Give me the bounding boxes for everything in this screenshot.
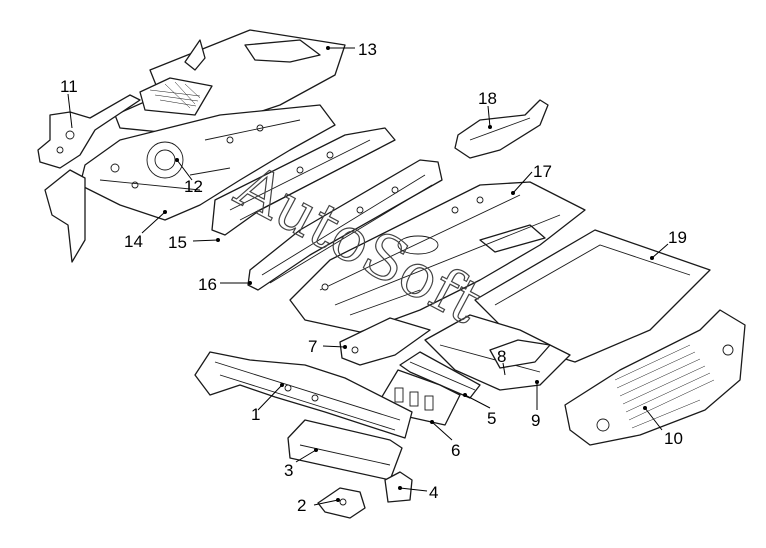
part-5-reinforcement	[399, 351, 481, 399]
leader-lines	[67, 46, 669, 506]
callout-1: 1	[251, 405, 260, 424]
callout-18: 18	[478, 89, 497, 108]
callout-labels: 11 13 18 17 12 14 15 16 19 7 8 1 9 5 6 1…	[60, 40, 687, 515]
part-7-side-sill	[339, 317, 431, 366]
callout-4: 4	[429, 483, 438, 502]
part-2-small-bracket	[317, 487, 366, 519]
callout-19: 19	[668, 228, 687, 247]
callout-12: 12	[184, 177, 203, 196]
part-14-rear-floor	[44, 104, 336, 263]
callout-17: 17	[533, 162, 552, 181]
callout-6: 6	[451, 441, 460, 460]
callout-10: 10	[664, 429, 683, 448]
callout-13: 13	[358, 40, 377, 59]
callout-5: 5	[487, 409, 496, 428]
part-13-parcel-shelf	[114, 29, 346, 136]
callout-14: 14	[124, 232, 143, 251]
part-1-front-member	[194, 351, 413, 439]
callout-8: 8	[497, 347, 506, 366]
callout-16: 16	[198, 275, 217, 294]
part-18-bracket	[454, 99, 549, 159]
part-17-center-floor	[289, 181, 586, 333]
part-15-cross-member	[211, 127, 396, 236]
part-8-trunk-bracket	[489, 339, 551, 369]
callout-2: 2	[297, 496, 306, 515]
part-10-rear-panel	[564, 309, 746, 446]
callout-15: 15	[168, 233, 187, 252]
callout-3: 3	[284, 461, 293, 480]
callout-9: 9	[531, 411, 540, 430]
callout-11: 11	[60, 77, 78, 96]
part-16-side-member	[247, 159, 443, 291]
part-11-pillar-bracket	[37, 94, 141, 169]
callout-7: 7	[308, 337, 317, 356]
